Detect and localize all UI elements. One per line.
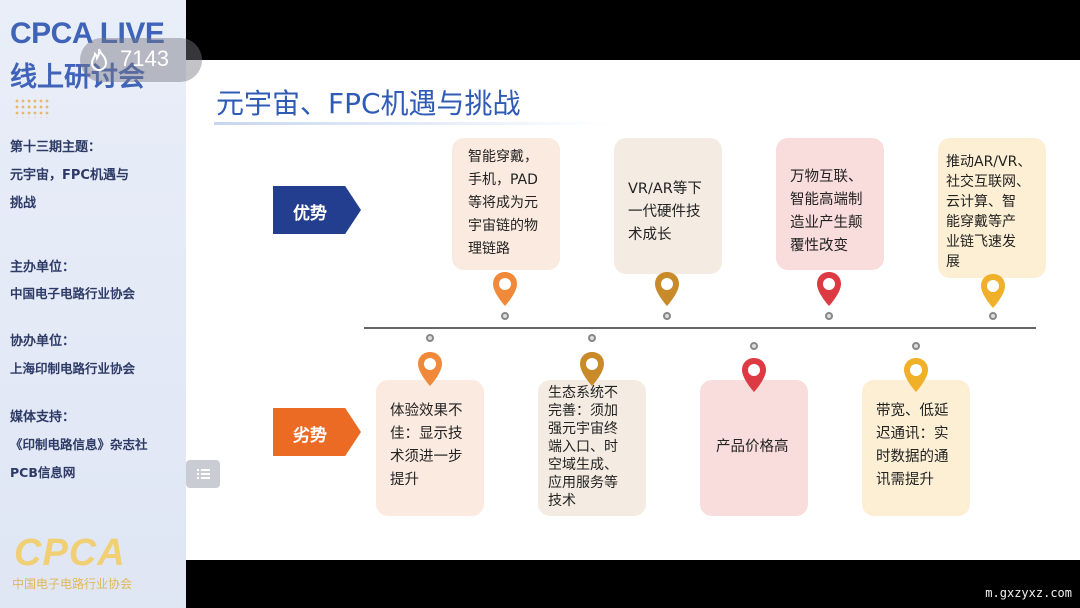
viewer-count-badge: 7143 xyxy=(80,38,202,82)
advantage-text-4: 推动AR/VR、 社交互联网、 云计算、智 能穿戴等产 业链飞速发 展 xyxy=(946,154,1032,270)
advantage-card-2: VR/AR等下 一代硬件技 术成长 xyxy=(614,138,722,274)
map-pin-icon xyxy=(742,358,766,392)
disadvantage-text-1: 体验效果不 佳：显示技 术须进一步 提升 xyxy=(390,403,463,488)
disadvantages-label: 劣势 xyxy=(293,426,327,446)
topic-line-2: 挑战 xyxy=(10,196,37,211)
map-pin-icon xyxy=(655,272,679,306)
event-sidebar: CPCA LIVE 线上研讨会 第十三期主题： 元宇宙，FPC机遇与 挑战 主办… xyxy=(0,0,186,608)
timeline-knob xyxy=(750,342,758,350)
timeline-knob xyxy=(663,312,671,320)
timeline-knob xyxy=(989,312,997,320)
cohost-value: 上海印制电路行业协会 xyxy=(10,361,136,376)
slide-title: 元宇宙、FPC机遇与挑战 xyxy=(216,87,521,120)
brand-subtitle: 线上研讨会 xyxy=(10,62,145,93)
advantage-card-3: 万物互联、 智能高端制 造业产生颠 覆性改变 xyxy=(776,138,884,270)
media-value-2: PCB信息网 xyxy=(10,465,76,480)
timeline-line xyxy=(364,327,1036,329)
decorative-dots xyxy=(14,98,50,118)
disadvantage-card-4: 带宽、低延 迟通讯：实 时数据的通 讯需提升 xyxy=(862,380,970,516)
advantage-text-1: 智能穿戴， 手机，PAD 等将成为元 宇宙链的物 理链路 xyxy=(468,149,538,257)
disadvantage-text-2: 生态系统不 完善：须加 强元宇宙终 端入口、时 空域生成、 应用服务等 技术 xyxy=(548,385,618,509)
timeline-knob xyxy=(825,312,833,320)
advantage-text-3: 万物互联、 智能高端制 造业产生颠 覆性改变 xyxy=(790,169,863,254)
timeline-knob xyxy=(426,334,434,342)
disadvantage-card-3: 产品价格高 xyxy=(700,380,808,516)
cpca-logo-subtext: 中国电子电路行业协会 xyxy=(12,577,133,591)
topic-line-1: 元宇宙，FPC机遇与 xyxy=(10,168,129,183)
timeline-knob xyxy=(588,334,596,342)
cpca-logo: CPCA xyxy=(14,532,126,574)
disadvantage-card-1: 体验效果不 佳：显示技 术须进一步 提升 xyxy=(376,380,484,516)
advantage-card-1: 智能穿戴， 手机，PAD 等将成为元 宇宙链的物 理链路 xyxy=(452,138,560,270)
host-value: 中国电子电路行业协会 xyxy=(10,286,136,301)
map-pin-icon xyxy=(580,352,604,386)
disadvantage-text-3: 产品价格高 xyxy=(716,439,789,455)
map-pin-icon xyxy=(418,352,442,386)
advantage-card-4: 推动AR/VR、 社交互联网、 云计算、智 能穿戴等产 业链飞速发 展 xyxy=(938,138,1046,278)
disadvantage-card-2: 生态系统不 完善：须加 强元宇宙终 端入口、时 空域生成、 应用服务等 技术 xyxy=(538,380,646,516)
flame-icon xyxy=(90,48,108,71)
topic-label: 第十三期主题： xyxy=(10,140,102,155)
advantage-text-2: VR/AR等下 一代硬件技 术成长 xyxy=(628,181,702,243)
brand-title: CPCA LIVE xyxy=(10,17,165,50)
disadvantages-tag: 劣势 xyxy=(273,408,361,456)
map-pin-icon xyxy=(493,272,517,306)
media-label: 媒体支持： xyxy=(10,410,76,425)
advantages-tag: 优势 xyxy=(273,186,361,234)
map-pin-icon xyxy=(981,274,1005,308)
presentation-slide: 元宇宙、FPC机遇与挑战 优势 劣势 智能穿戴， 手机，PAD 等将成为元 宇宙… xyxy=(186,60,1080,560)
timeline-knob xyxy=(912,342,920,350)
cohost-label: 协办单位： xyxy=(10,334,76,349)
advantages-label: 优势 xyxy=(293,204,327,224)
list-menu-button[interactable] xyxy=(186,460,220,488)
list-menu-icon xyxy=(197,469,210,479)
host-label: 主办单位： xyxy=(10,260,76,275)
media-value-1: 《印制电路信息》杂志社 xyxy=(10,437,148,452)
disadvantage-text-4: 带宽、低延 迟通讯：实 时数据的通 讯需提升 xyxy=(876,403,949,488)
title-underline xyxy=(214,122,614,125)
timeline-knob xyxy=(501,312,509,320)
map-pin-icon xyxy=(817,272,841,306)
viewer-count: 7143 xyxy=(120,46,169,71)
map-pin-icon xyxy=(904,358,928,392)
site-watermark: m.gxzyxz.com xyxy=(985,586,1072,600)
